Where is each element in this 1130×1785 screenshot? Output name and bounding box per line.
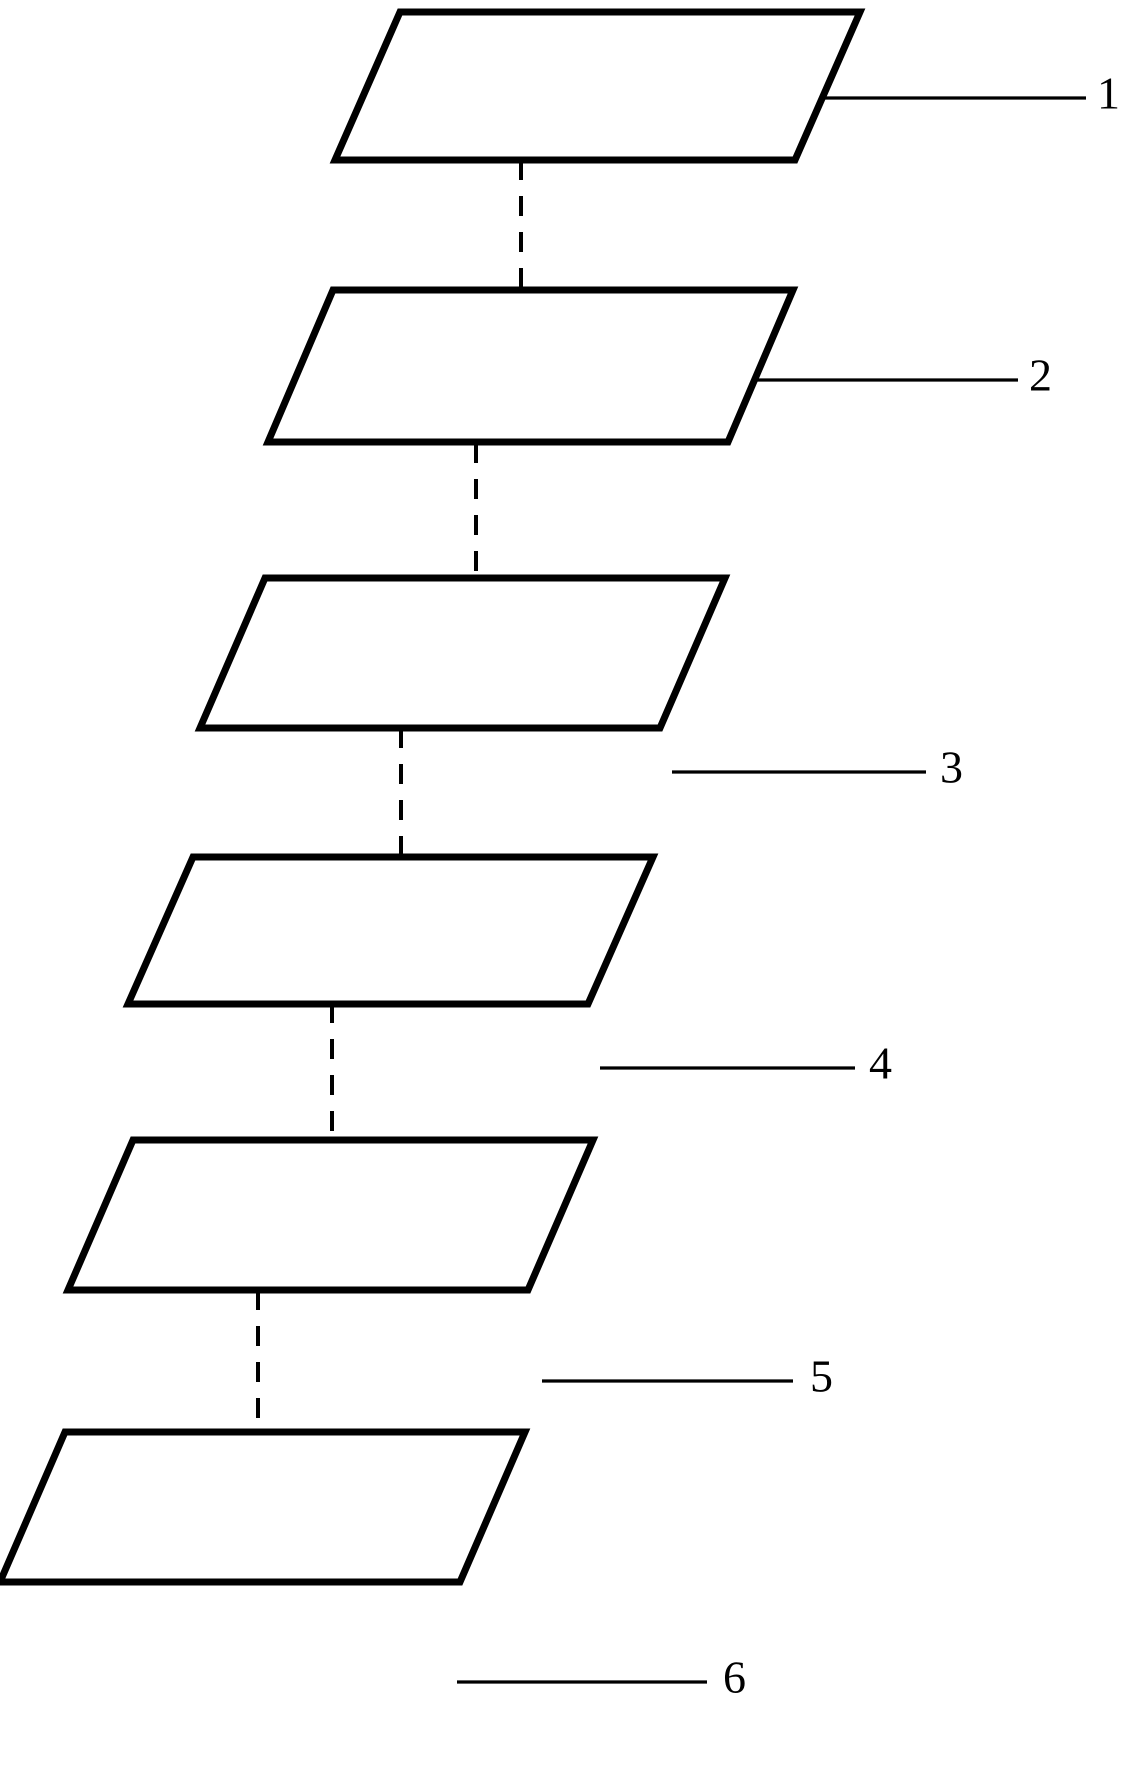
reference-number-1: 1 <box>1097 68 1120 119</box>
step-shape-6[interactable] <box>0 1428 531 1586</box>
step-shape-2[interactable] <box>262 286 799 446</box>
reference-number-group: 1 2 3 4 5 6 <box>723 68 1120 1703</box>
step-shape-1[interactable] <box>329 8 866 164</box>
reference-number-2: 2 <box>1029 350 1052 401</box>
step-shape-5[interactable] <box>62 1136 599 1294</box>
step-shape-3[interactable] <box>194 574 731 732</box>
connector-group <box>256 160 523 1435</box>
step-shape-4[interactable] <box>122 853 659 1008</box>
reference-number-5: 5 <box>810 1351 833 1402</box>
reference-number-4: 4 <box>869 1038 892 1089</box>
reference-number-6: 6 <box>723 1652 746 1703</box>
reference-number-3: 3 <box>940 742 963 793</box>
step-shape-group <box>0 8 866 1586</box>
